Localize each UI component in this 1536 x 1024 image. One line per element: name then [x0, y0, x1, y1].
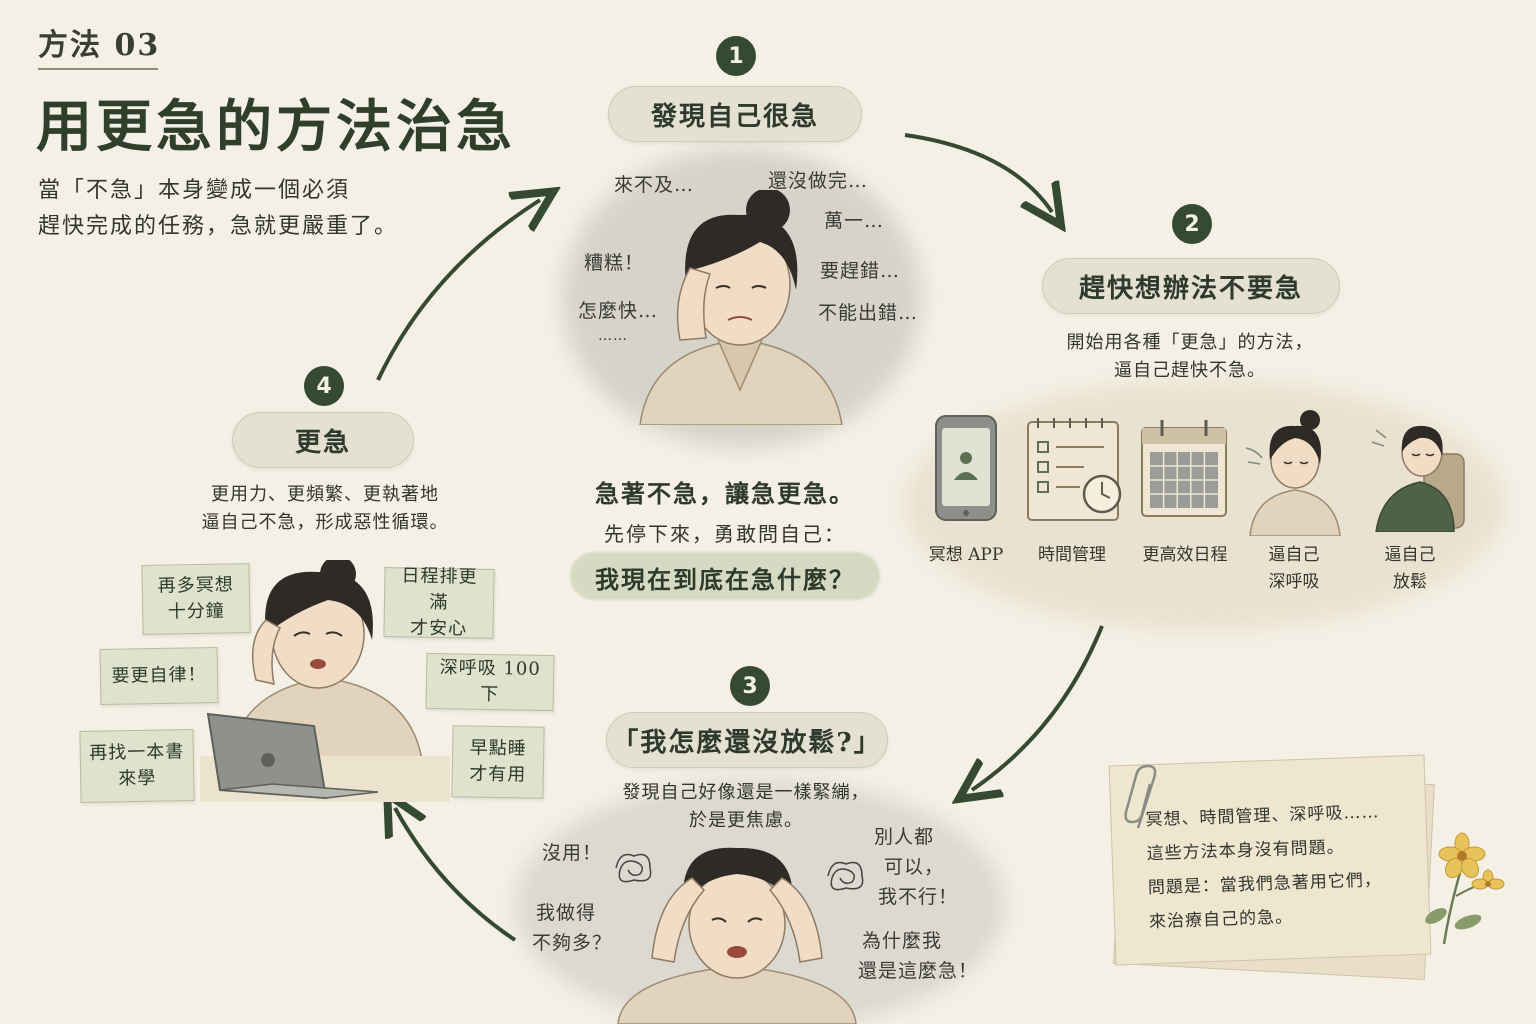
deep-breath-woman-icon — [1245, 410, 1341, 536]
step-2-desc-line-2: 逼自己趕快不急。 — [1114, 360, 1266, 381]
tool-label-force-relax: 逼自己 放鬆 — [1360, 542, 1460, 596]
stressed-woman-illustration — [639, 190, 843, 425]
tool-label-line: 放鬆 — [1393, 572, 1427, 593]
step-3-thought: 還是這麼急！ — [858, 960, 979, 982]
sticky-note-line: 才安心 — [409, 617, 468, 640]
step-3-desc-line-2: 於是更焦慮。 — [689, 810, 803, 831]
step-4-title: 更急 — [232, 412, 414, 468]
sticky-note: 要更自律！ — [99, 646, 219, 706]
tool-label-force-breath: 逼自己 深呼吸 — [1244, 542, 1344, 596]
center-message-line-1: 急著不急，讓急更急。 — [595, 479, 855, 508]
laptop-icon — [206, 712, 379, 800]
step-4-badge: 4 — [304, 366, 344, 406]
tool-label-line: 深呼吸 — [1268, 572, 1320, 593]
tool-label-time-management: 時間管理 — [1038, 545, 1106, 565]
step-4-desc-line-2: 逼自己不急，形成惡性循環。 — [201, 512, 449, 533]
sticky-note-line: 要更自律！ — [111, 664, 207, 687]
arrow-2-to-3 — [972, 625, 1104, 790]
subtitle-line-1: 當「不急」本身變成一個必須 — [38, 178, 351, 203]
page-title: 用更急的方法治急 — [36, 94, 516, 160]
arrow-3-to-4 — [395, 808, 517, 942]
relax-woman-icon — [1371, 425, 1465, 532]
checklist-clock-icon — [1027, 418, 1122, 521]
center-message-question: 我現在到底在急什麼？ — [595, 565, 855, 594]
step-1-thought: …… — [598, 328, 628, 344]
sticky-note-line: 再找一本書 — [89, 741, 185, 764]
sticky-note-line: 才有用 — [469, 763, 527, 786]
sticky-note-line: 再多冥想 — [157, 574, 234, 597]
sticky-note-line: 早點睡 — [469, 737, 527, 760]
sticky-note-line: 深呼吸 100 下 — [439, 657, 541, 706]
step-3-thought: 為什麼我 — [862, 930, 943, 952]
step-3-thought: 不夠多？ — [532, 932, 613, 954]
step-1-thought: 來不及… — [614, 174, 695, 196]
arrow-4-to-1 — [376, 200, 540, 381]
step-3-badge: 3 — [730, 666, 770, 706]
tool-label-line: 逼自己 — [1268, 545, 1320, 565]
sticky-note: 深呼吸 100 下 — [425, 652, 555, 712]
step-1-thought: 不能出錯… — [818, 302, 919, 324]
step-1-thought: 萬一… — [824, 210, 885, 232]
step-1-title: 發現自己很急 — [608, 86, 862, 142]
step-3-thought: 別人都 — [874, 826, 935, 848]
flower-icon — [1425, 832, 1505, 945]
tool-label-line: 逼自己 — [1384, 545, 1436, 565]
center-highlight — [570, 552, 880, 600]
tangle-scribble-icon — [827, 861, 864, 891]
step-1-badge: 1 — [716, 36, 756, 76]
sticky-note-line: 日程排更滿 — [401, 565, 478, 614]
center-message-line-2: 先停下來，勇敢問自己： — [604, 522, 846, 546]
paperclip-icon — [1124, 764, 1157, 829]
step-3-thought: 我不行！ — [878, 886, 959, 908]
sticky-note: 早點睡才有用 — [451, 725, 545, 799]
step-2-title: 趕快想辦法不要急 — [1042, 258, 1340, 314]
step-4-desc-line-1: 更用力、更頻繁、更執著地 — [211, 484, 439, 505]
step-3-title: 「我怎麼還沒放鬆?」 — [606, 712, 888, 768]
step-3-thought: 我做得 — [536, 902, 597, 924]
step-3-desc-line-1: 發現自己好像還是一樣緊繃， — [622, 782, 870, 803]
step-2-desc-line-1: 開始用各種「更急」的方法， — [1066, 332, 1314, 353]
tool-label-efficient-schedule: 更高效日程 — [1142, 545, 1228, 565]
sticky-note: 日程排更滿才安心 — [383, 565, 495, 640]
step-1-thought: 糟糕！ — [584, 252, 645, 274]
frustrated-woman-illustration — [617, 847, 857, 1024]
step-1-thought: 還沒做完… — [768, 170, 869, 192]
tool-label-meditation-app: 冥想 APP — [928, 545, 1004, 565]
subtitle-line-2: 趕快完成的任務，急就更嚴重了。 — [38, 214, 399, 239]
step-3-thought: 可以， — [884, 856, 945, 878]
meditation-phone-icon — [935, 415, 997, 521]
sticky-note: 再找一本書來學 — [79, 729, 195, 803]
step-1-thought: 怎麼快… — [578, 300, 659, 322]
calendar-icon — [1141, 420, 1227, 517]
step-1-thought: 要趕錯… — [820, 260, 901, 282]
sticky-note-line: 十分鐘 — [167, 600, 225, 623]
sticky-note-line: 來學 — [118, 767, 157, 790]
method-divider — [38, 68, 158, 70]
sticky-note: 再多冥想十分鐘 — [141, 563, 251, 635]
step-3-thought: 沒用！ — [542, 842, 603, 864]
method-label: 方法 03 — [38, 28, 161, 63]
step-2-badge: 2 — [1172, 204, 1212, 244]
arrow-1-to-2 — [904, 133, 1052, 212]
tangle-scribble-icon — [615, 853, 652, 883]
